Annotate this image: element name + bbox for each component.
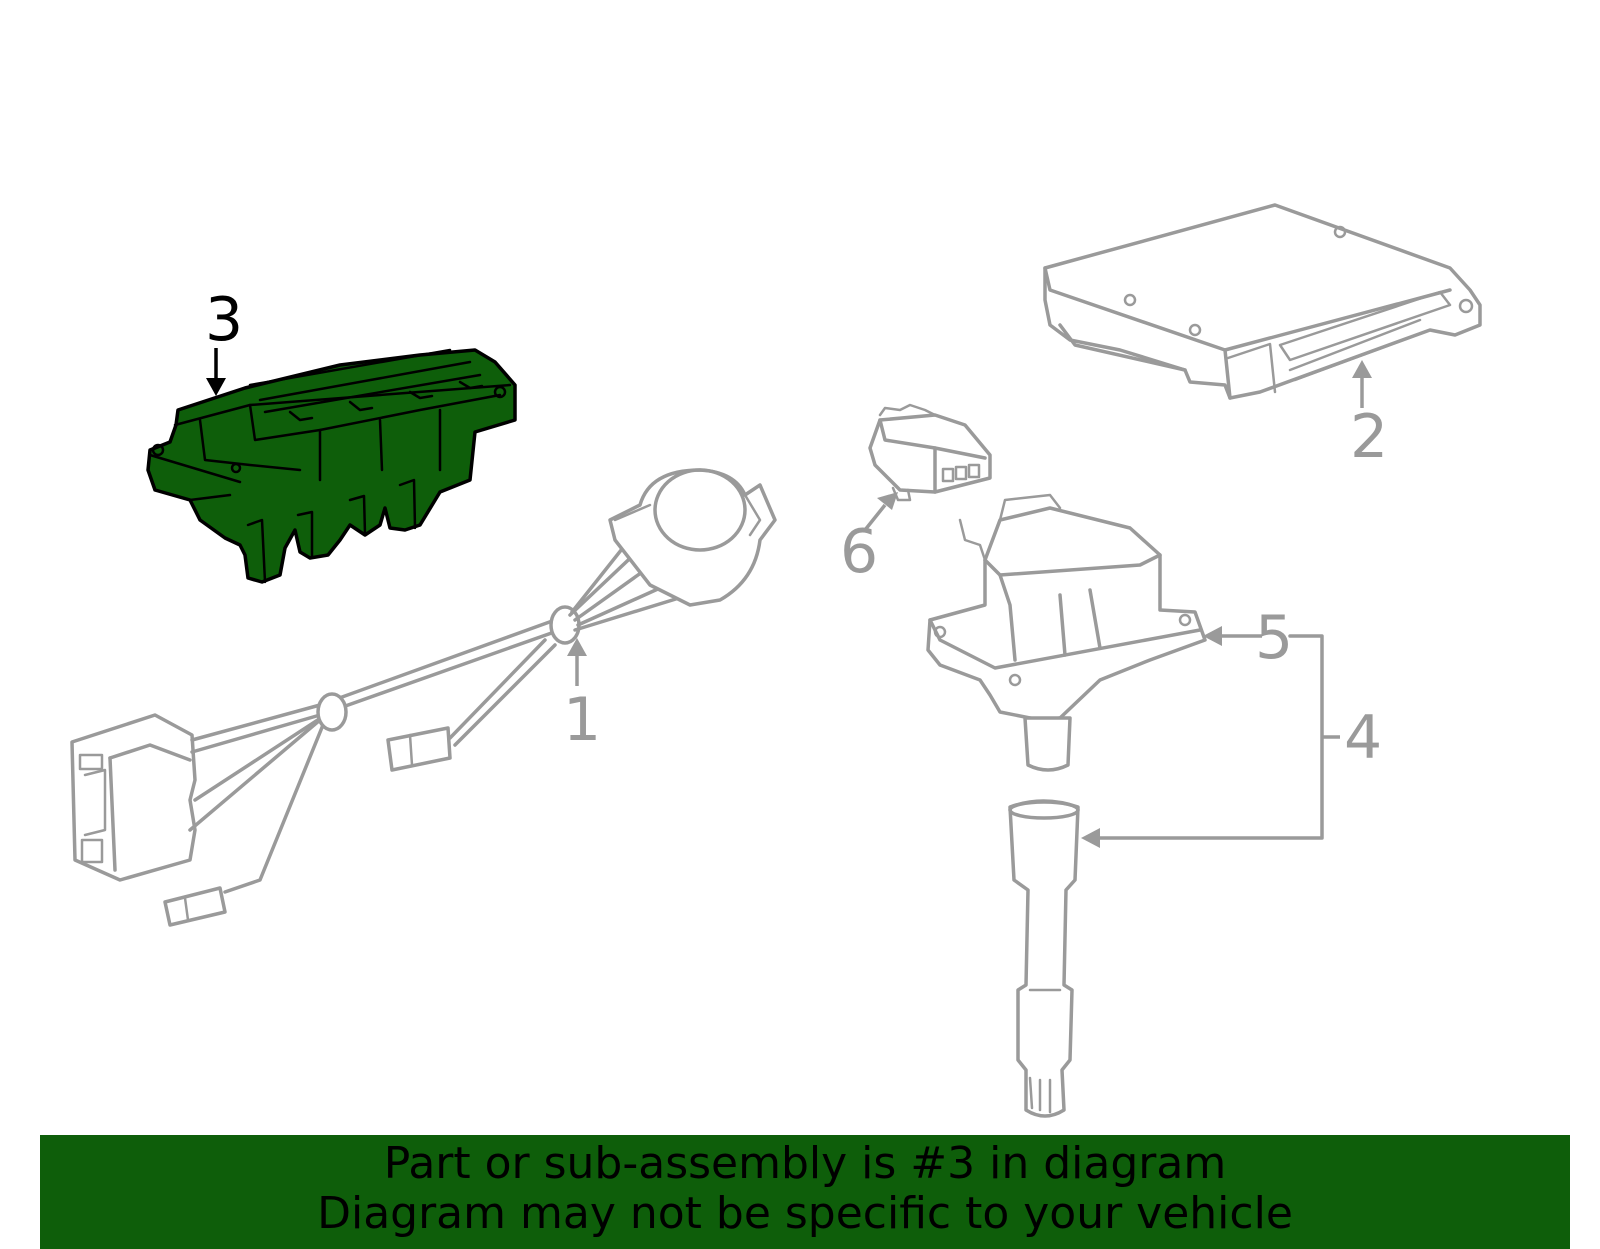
callout-1[interactable]: 1 [563, 685, 601, 755]
callout-5[interactable]: 5 [1255, 603, 1293, 673]
callout-3[interactable]: 3 [205, 285, 243, 355]
part-5-ignition-coil[interactable] [926, 493, 1207, 772]
callout-2[interactable]: 2 [1350, 402, 1388, 472]
callout-6[interactable]: 6 [840, 517, 878, 587]
callout-leaders [206, 348, 1372, 848]
banner-line-2: Diagram may not be specific to your vehi… [317, 1188, 1293, 1239]
part-1-wiring-harness[interactable] [70, 468, 777, 927]
callout-4[interactable]: 4 [1344, 703, 1382, 773]
notice-banner: Part or sub-assembly is #3 in diagram Di… [40, 1135, 1570, 1249]
banner-line-1: Part or sub-assembly is #3 in diagram [383, 1138, 1227, 1189]
part-4-coil-boot[interactable] [1008, 799, 1080, 1118]
part-2-control-module[interactable] [1043, 203, 1482, 400]
part-6-connector[interactable] [868, 403, 992, 502]
part-3-ignition-coil-pack[interactable] [146, 348, 517, 584]
